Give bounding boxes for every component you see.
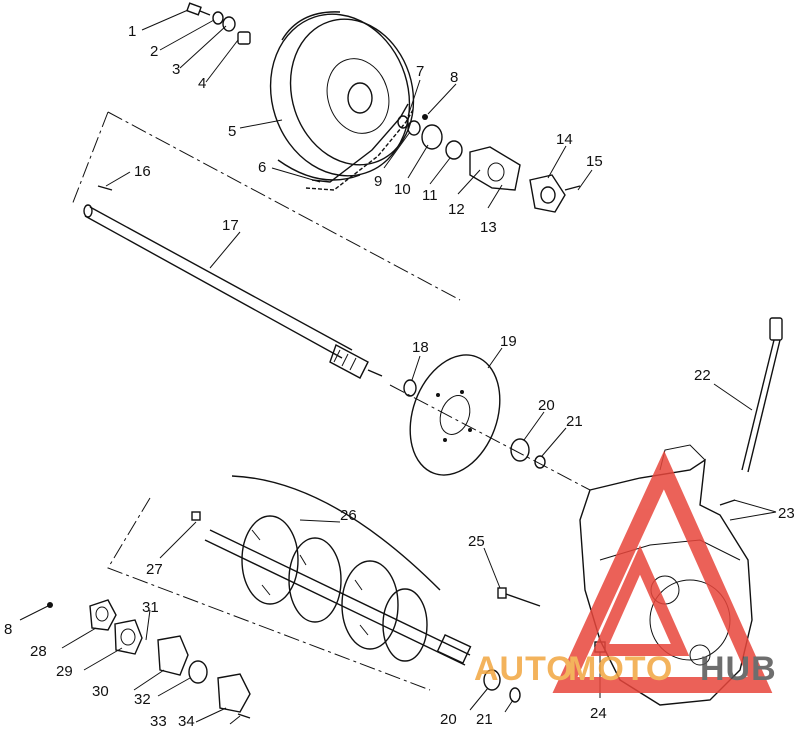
leader-lines [19,9,777,725]
bearing-20-upper [510,438,530,462]
callout-33: 33 [150,713,167,730]
watermark-moto: MOTO [568,650,673,688]
watermark-auto: AUTO [474,650,574,688]
callout-26: 26 [340,507,357,524]
bracket-26 [231,475,441,591]
bearing-housing-group [47,599,251,719]
callout-21-lower: 21 [476,711,493,728]
callout-27: 27 [146,561,163,578]
watermark-hub: HUB [700,650,777,688]
callout-21-upper: 21 [566,413,583,430]
callout-20-upper: 20 [538,397,555,414]
callout-10: 10 [394,181,411,198]
bolt-25 [497,587,541,607]
callout-7: 7 [416,63,424,80]
dash-bracket-shaft [71,111,461,301]
callout-20-lower: 20 [440,711,457,728]
speedometer-cable [741,317,783,473]
large-sprocket-wheel [269,11,415,181]
callout-34: 34 [178,713,195,730]
callout-5: 5 [228,123,236,140]
bolt-27 [191,511,201,521]
callout-4: 4 [198,75,206,92]
callout-13: 13 [480,219,497,236]
dash-bracket-lower [107,497,431,691]
callout-15: 15 [586,153,603,170]
callout-29: 29 [56,663,73,680]
drive-shaft-assembly [204,515,472,666]
callout-8: 8 [450,69,458,86]
callout-32: 32 [134,691,151,708]
callout-28: 28 [30,643,47,660]
callout-3: 3 [172,61,180,78]
oring-21-upper [534,455,546,469]
callout-25: 25 [468,533,485,550]
callout-22: 22 [694,367,711,384]
callout-23: 23 [778,505,795,522]
callout-14: 14 [556,131,573,148]
callout-9: 9 [374,173,382,190]
callout-12: 12 [448,201,465,218]
callout-19: 19 [500,333,517,350]
jackshaft [83,204,383,379]
callout-16: 16 [134,163,151,180]
callout-labels: 1 2 3 4 5 6 7 8 9 10 11 12 13 14 15 16 1… [4,23,795,730]
callout-11: 11 [422,187,438,204]
callout-2: 2 [150,43,158,60]
callout-1: 1 [128,23,136,40]
bearing-flange-group [397,114,581,213]
callout-17: 17 [222,217,239,234]
callout-30: 30 [92,683,109,700]
callout-8-lower: 8 [4,621,12,638]
callout-6: 6 [258,159,266,176]
automotohub-watermark: AUTO MOTO HUB [474,450,777,693]
callout-31: 31 [142,599,159,616]
snap-ring-18 [403,379,417,397]
callout-18: 18 [412,339,429,356]
drive-chain [305,103,415,191]
brake-disc [389,354,591,491]
bolt-washers-upper [186,2,251,45]
pin [97,185,113,191]
callout-24: 24 [590,705,607,722]
bearing-20-lower [483,669,501,691]
oring-21-lower [509,687,521,703]
